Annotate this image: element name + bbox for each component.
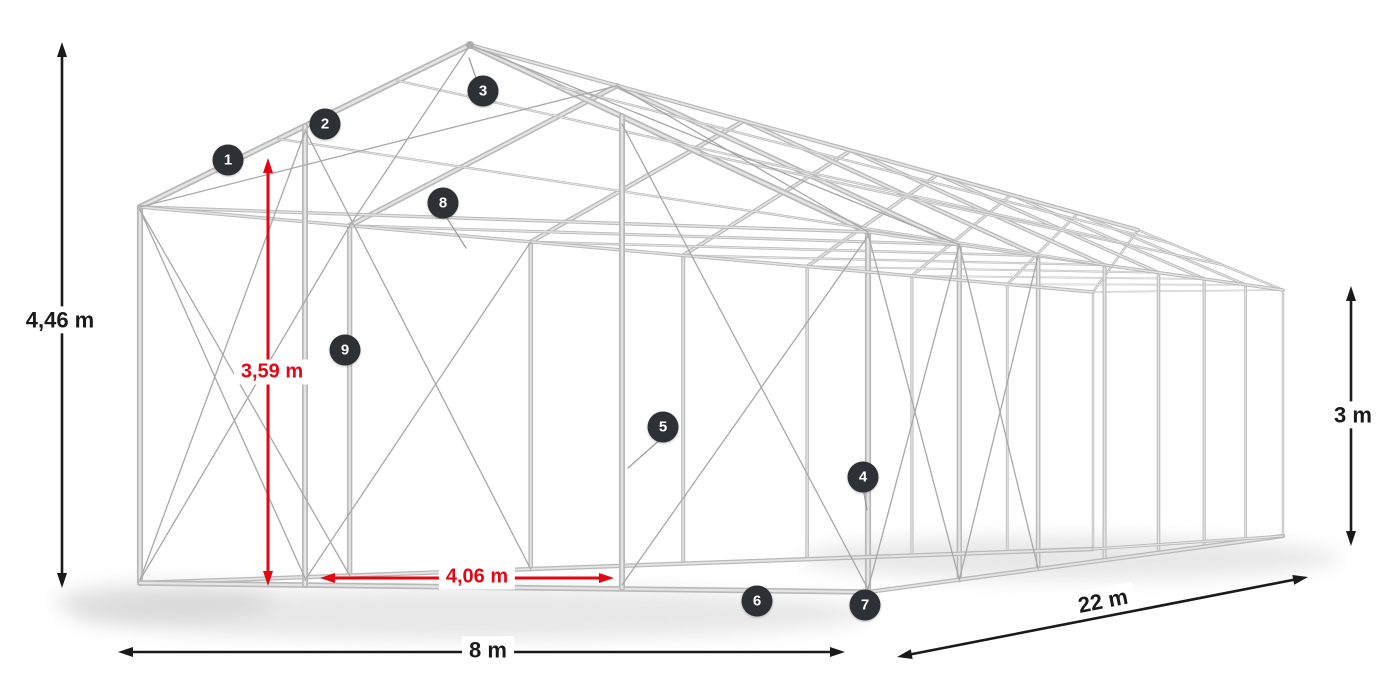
part-badge-9: 9 (329, 334, 361, 366)
dimension-side-height: 3 m (1327, 401, 1379, 429)
part-badge-7: 7 (849, 589, 881, 621)
dimension-passage-width: 4,06 m (438, 564, 516, 590)
part-badge-3: 3 (467, 75, 499, 107)
part-badge-6: 6 (741, 585, 773, 617)
part-badge-1: 1 (212, 144, 244, 176)
part-badge-5: 5 (647, 411, 679, 443)
dimension-overall-height: 4,46 m (18, 306, 102, 334)
dimension-inner-height: 3,59 m (233, 359, 311, 385)
dimension-width: 8 m (462, 636, 514, 664)
part-badge-8: 8 (427, 187, 459, 219)
part-badge-4: 4 (847, 461, 879, 493)
part-badge-2: 2 (309, 108, 341, 140)
